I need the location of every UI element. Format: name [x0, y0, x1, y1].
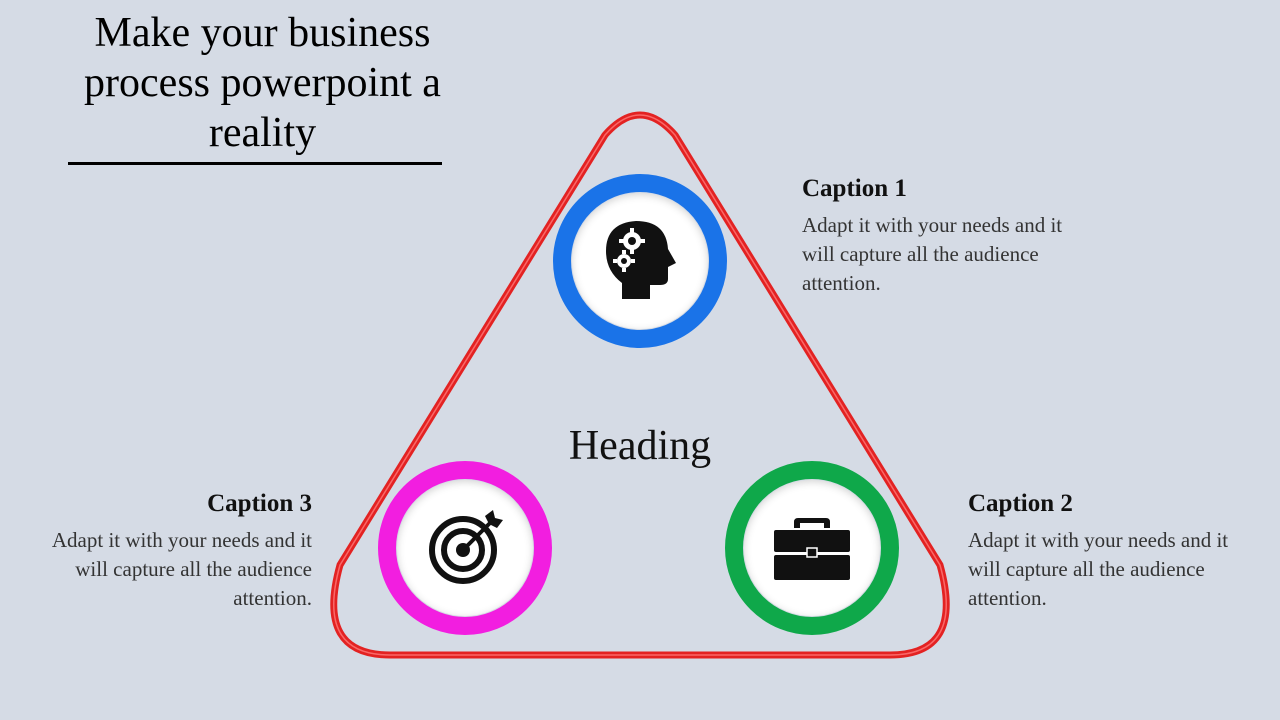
ring-1 — [553, 174, 727, 348]
caption-3-title: Caption 3 — [207, 490, 312, 517]
caption-1-text: Adapt it with your needs and it will cap… — [802, 213, 1063, 295]
caption-3-text: Adapt it with your needs and it will cap… — [51, 528, 312, 610]
briefcase-icon — [774, 518, 850, 580]
title-underline — [68, 162, 442, 165]
triangle-frame-highlight — [333, 114, 947, 656]
ring-2 — [725, 461, 899, 635]
caption-2-title: Caption 2 — [968, 490, 1073, 517]
caption-1: Caption 1 Adapt it with your needs and i… — [802, 175, 1072, 298]
head-gears-icon — [606, 221, 676, 299]
slide-title: Make your business process powerpoint a … — [84, 10, 441, 156]
diagram-heading: Heading — [568, 423, 712, 469]
ring-3 — [378, 461, 552, 635]
caption-3: Caption 3 Adapt it with your needs and i… — [42, 490, 312, 613]
target-arrow-icon — [429, 510, 503, 584]
caption-2-text: Adapt it with your needs and it will cap… — [968, 528, 1229, 610]
caption-1-title: Caption 1 — [802, 175, 907, 202]
caption-2: Caption 2 Adapt it with your needs and i… — [968, 490, 1238, 613]
